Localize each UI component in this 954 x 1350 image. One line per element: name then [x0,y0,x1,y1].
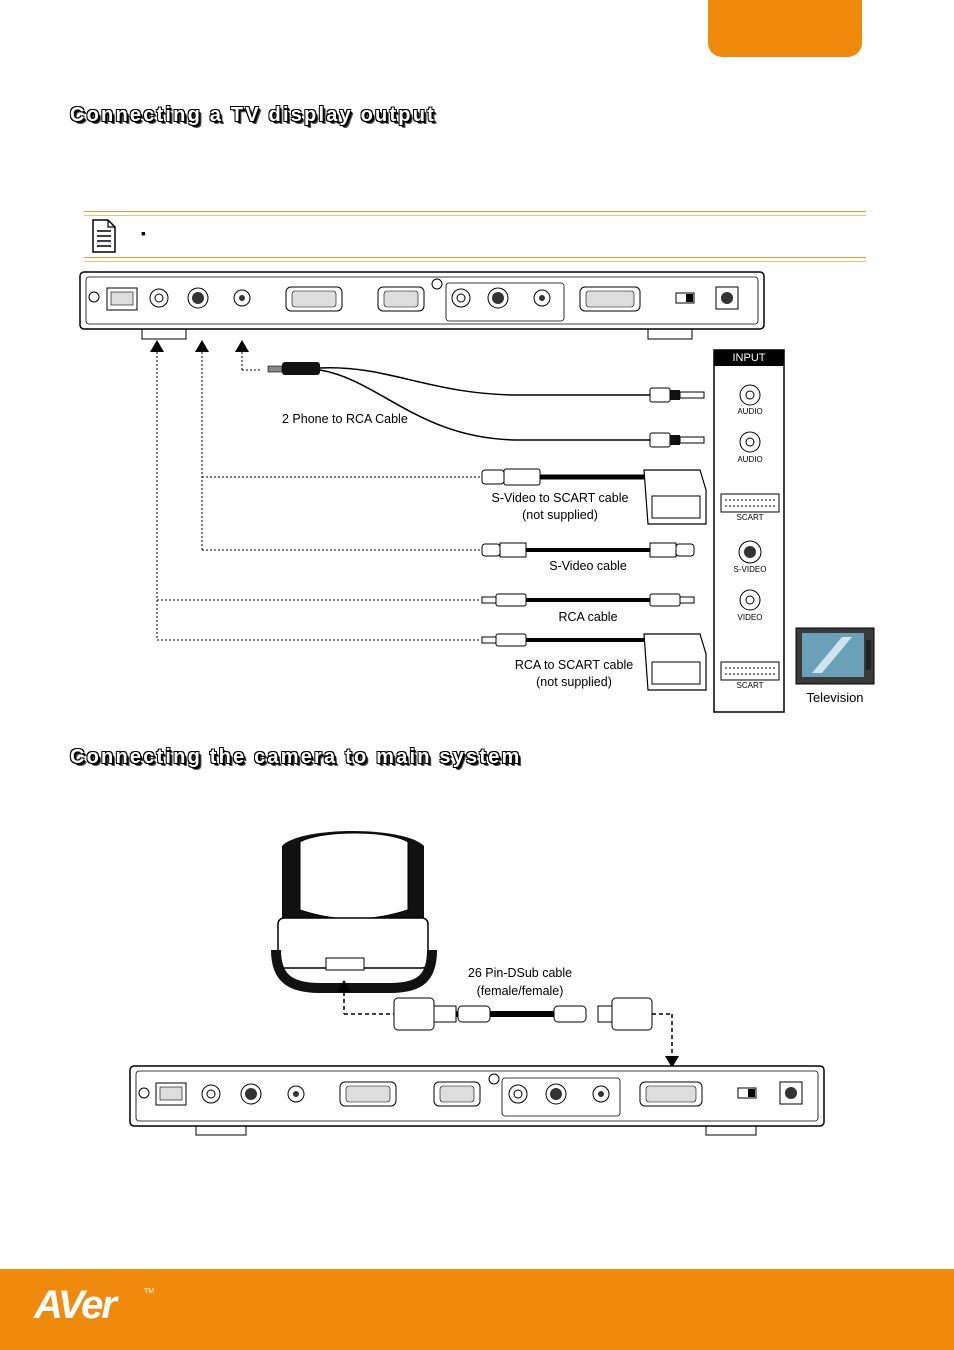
main-unit-rear-panel [79,271,765,340]
svideo-to-scart-cable [481,468,707,525]
note-top-rule [84,211,866,216]
input-panel-title: INPUT [732,352,766,364]
tv-input-label: AUDIO [737,407,763,416]
tv-input-panel [713,349,785,713]
rca-scart-cable-note: (not supplied) [536,675,612,689]
note-icon [92,219,116,253]
svideo-cable-label: S-Video cable [549,559,627,573]
note-bullet: ▪ [141,225,146,241]
dsub-cable-label: 26 Pin-DSub cable [467,966,573,980]
section-heading-camera: Connecting the camera to main system [70,746,522,768]
television-icon [795,627,875,685]
tv-input-label: SCART [736,681,764,690]
phone-to-rca-cable [267,362,705,448]
rca-cable-label: RCA cable [558,610,618,624]
note-box: ▪ [84,211,866,262]
svideo-scart-cable-note: (not supplied) [522,508,598,522]
tv-input-label: VIDEO [737,613,763,622]
dsub-cable [393,997,653,1031]
footer-bar: AVer TM [0,1269,954,1350]
tv-connection-diagram [79,271,875,713]
note-bottom-rule [84,257,866,262]
page-tab [708,0,862,57]
camera-connection-arrows [337,980,679,1068]
camera-icon [271,831,437,993]
camera-connection-diagram [129,831,825,1136]
rca-to-scart-cable [481,633,707,691]
svideo-cable [481,542,695,558]
phone-rca-cable-label: 2 Phone to RCA Cable [282,412,408,426]
television-label: Television [806,690,864,705]
tv-input-label: S-VIDEO [733,565,767,574]
main-unit-rear-panel-2 [129,1065,825,1136]
trademark-mark: TM [144,1288,155,1295]
section-heading-tv-output: Connecting a TV display output [70,104,436,126]
connection-arrows [150,340,480,641]
tv-input-label: SCART [736,513,764,522]
aver-logo: AVer [34,1283,117,1327]
dsub-cable-note: (female/female) [476,984,564,998]
rca-scart-cable-label: RCA to SCART cable [514,658,634,672]
tv-input-label: AUDIO [737,455,763,464]
svideo-scart-cable-label: S-Video to SCART cable [491,491,629,505]
rca-cable [481,593,695,607]
